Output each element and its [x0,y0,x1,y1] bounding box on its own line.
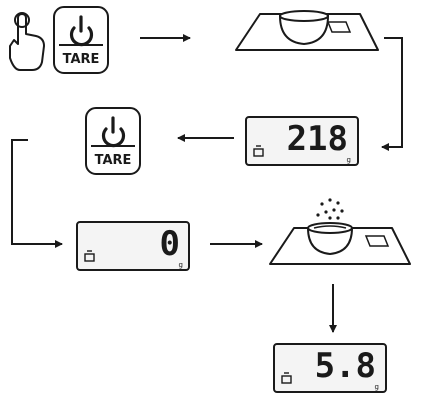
scale-with-filled-bowl [269,198,411,265]
bowl-icon [306,222,354,256]
tare-button-label: TARE [63,52,100,67]
bowl-icon [278,10,330,46]
final-display-unit: g [375,383,379,391]
scale-display-panel [326,21,352,33]
first-display-unit: g [347,156,351,164]
second-tare-button-label: TARE [95,153,132,168]
final-display: 5.8 g [273,343,387,393]
final-display-value: 5.8 [315,346,376,386]
first-display: 218 g [245,116,359,166]
tare-button[interactable]: TARE [53,6,109,74]
zeroed-display-unit: g [179,261,183,269]
connector-to-first-display [381,37,403,151]
battery-icon [281,372,292,384]
battery-icon [253,145,264,157]
scale-display-panel [364,235,390,247]
second-tare-button[interactable]: TARE [85,107,141,175]
pointing-finger-icon [9,12,45,71]
first-display-value: 218 [287,119,348,159]
connector-to-zeroed-display [11,139,63,248]
battery-icon [84,250,95,262]
zeroed-display-value: 0 [160,224,180,264]
scale-with-bowl [235,10,379,51]
zeroed-display: 0 g [76,221,190,271]
falling-ingredient-icon [316,198,344,220]
